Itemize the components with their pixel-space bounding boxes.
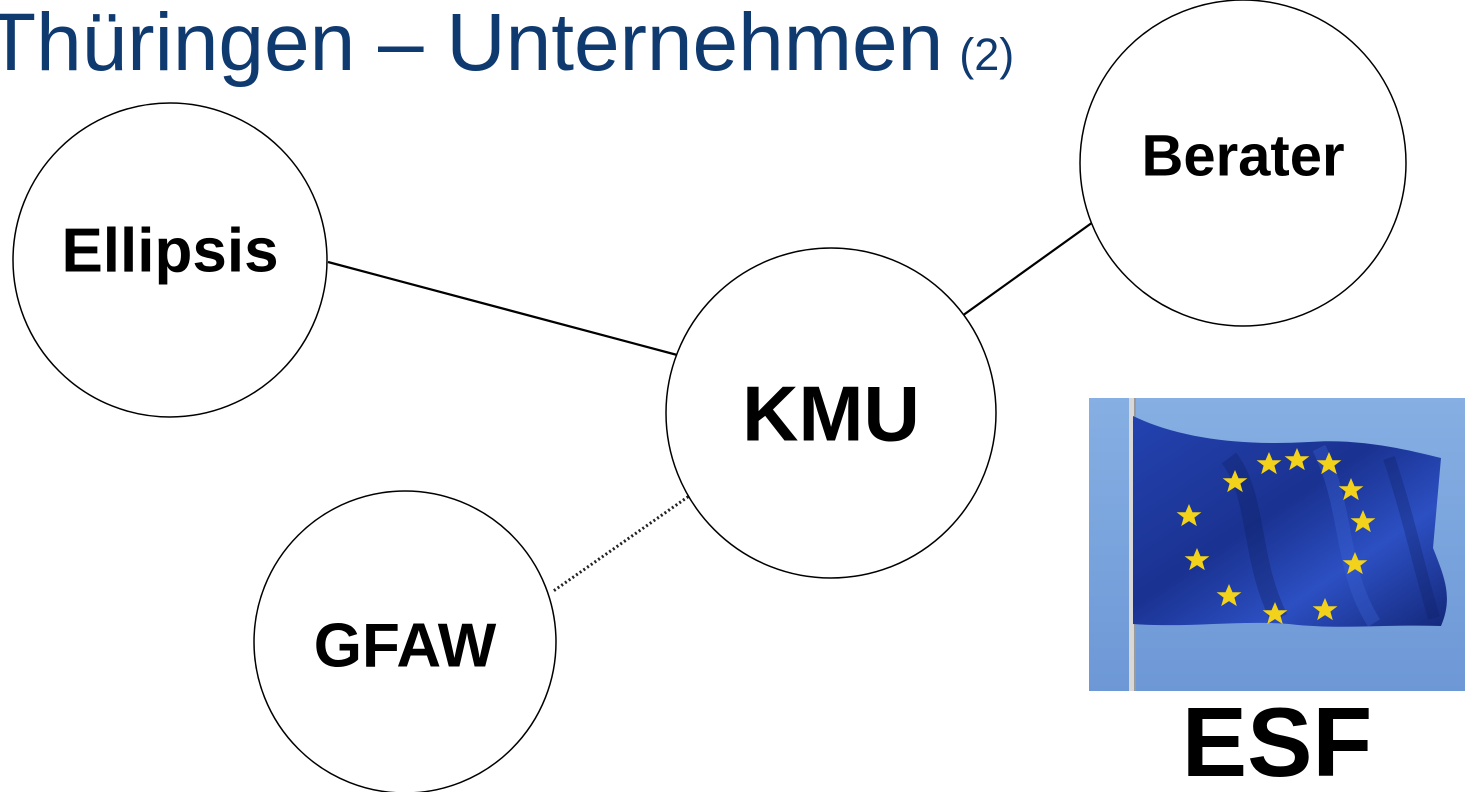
- flag-pole: [1129, 398, 1136, 691]
- eu-flag-icon: [1089, 398, 1465, 691]
- node-ellipsis: Ellipsis: [12, 102, 328, 418]
- node-berater: Berater: [1079, 0, 1407, 327]
- slide-title: Thüringen – Unternehmen (2): [0, 0, 1014, 92]
- node-ellipsis-label: Ellipsis: [61, 216, 278, 285]
- edge-kmu-gfaw: [551, 492, 693, 594]
- node-gfaw: GFAW: [253, 490, 557, 792]
- slide-title-text: Thüringen – Unternehmen: [0, 0, 944, 88]
- edge-kmu-berater: [961, 211, 1108, 317]
- node-berater-circle: [1079, 0, 1407, 327]
- node-kmu: KMU: [665, 247, 997, 579]
- eu-flag-image: [1089, 398, 1465, 691]
- esf-label: ESF: [1181, 687, 1373, 792]
- edge-ellipsis-kmu: [327, 260, 682, 358]
- node-kmu-circle: [665, 247, 997, 579]
- slide-title-suffix: (2): [959, 29, 1015, 80]
- node-gfaw-circle: [253, 490, 557, 792]
- node-kmu-label: KMU: [742, 370, 920, 458]
- node-ellipsis-circle: [12, 102, 328, 418]
- node-gfaw-label: GFAW: [314, 611, 497, 680]
- node-berater-label: Berater: [1141, 123, 1344, 188]
- flag-cloth: [1133, 416, 1447, 627]
